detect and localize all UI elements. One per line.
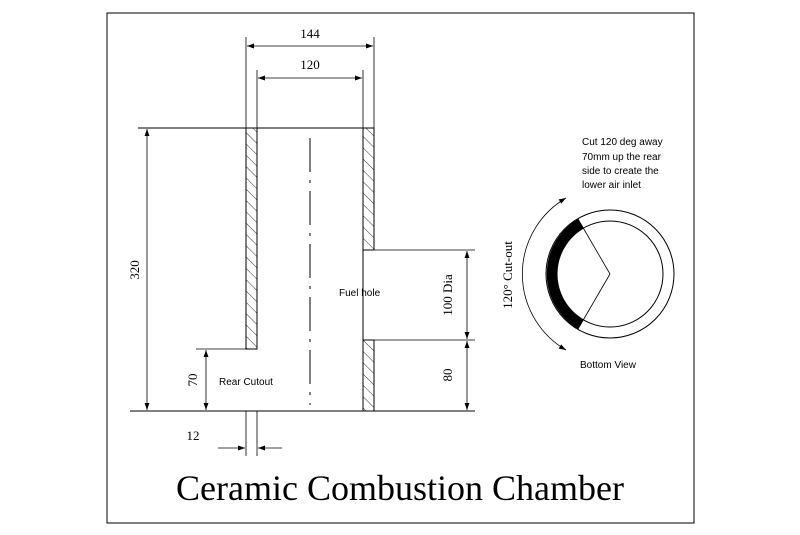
note-line-1: Cut 120 deg away [582, 137, 663, 148]
dimension-rear-cutout: 70 Rear Cutout [185, 348, 273, 410]
note-line-3: side to create the [582, 166, 659, 177]
right-wall-upper [362, 127, 375, 251]
dimension-80-label: 80 [440, 369, 455, 382]
cutout-angle-arc [521, 197, 567, 351]
cutout-radius-upper [577, 218, 611, 275]
fuel-hole-label: Fuel hole [339, 288, 381, 299]
bottom-view-inner-circle [556, 220, 664, 328]
dimension-outer-width: 144 [245, 26, 375, 128]
dimension-12-label: 12 [187, 428, 200, 443]
dimension-144-label: 144 [300, 26, 320, 41]
bottom-view-cutout-arc [546, 219, 584, 329]
cutout-radius-lower [577, 273, 611, 330]
dimension-120-label: 120 [300, 57, 320, 72]
dimension-320-label: 320 [127, 260, 142, 280]
right-wall-lower [362, 339, 375, 412]
left-wall [245, 127, 258, 350]
bottom-view: 120° Cut-out Bottom View [500, 197, 675, 371]
note-line-2: 70mm up the rear [582, 152, 662, 163]
dimension-inner-width: 120 [256, 57, 364, 128]
note-line-4: lower air inlet [582, 180, 641, 191]
dimension-70-label: 70 [185, 374, 200, 387]
bottom-view-outer-circle [545, 209, 675, 339]
bottom-view-label: Bottom View [580, 360, 637, 371]
dimension-wall-thickness: 12 [187, 411, 282, 456]
dimension-height: 320 [127, 129, 150, 410]
dimension-fuel-hole: 100 Dia 80 Fuel hole [339, 249, 475, 410]
cutout-angle-label: 120° Cut-out [500, 241, 515, 309]
dimension-100-dia-label: 100 Dia [440, 274, 455, 316]
chamber-side-view [130, 127, 475, 412]
drawing-title: Ceramic Combustion Chamber [176, 468, 624, 508]
rear-cutout-label: Rear Cutout [219, 377, 273, 388]
drawing-border [106, 12, 695, 524]
cutout-note: Cut 120 deg away 70mm up the rear side t… [582, 137, 663, 191]
